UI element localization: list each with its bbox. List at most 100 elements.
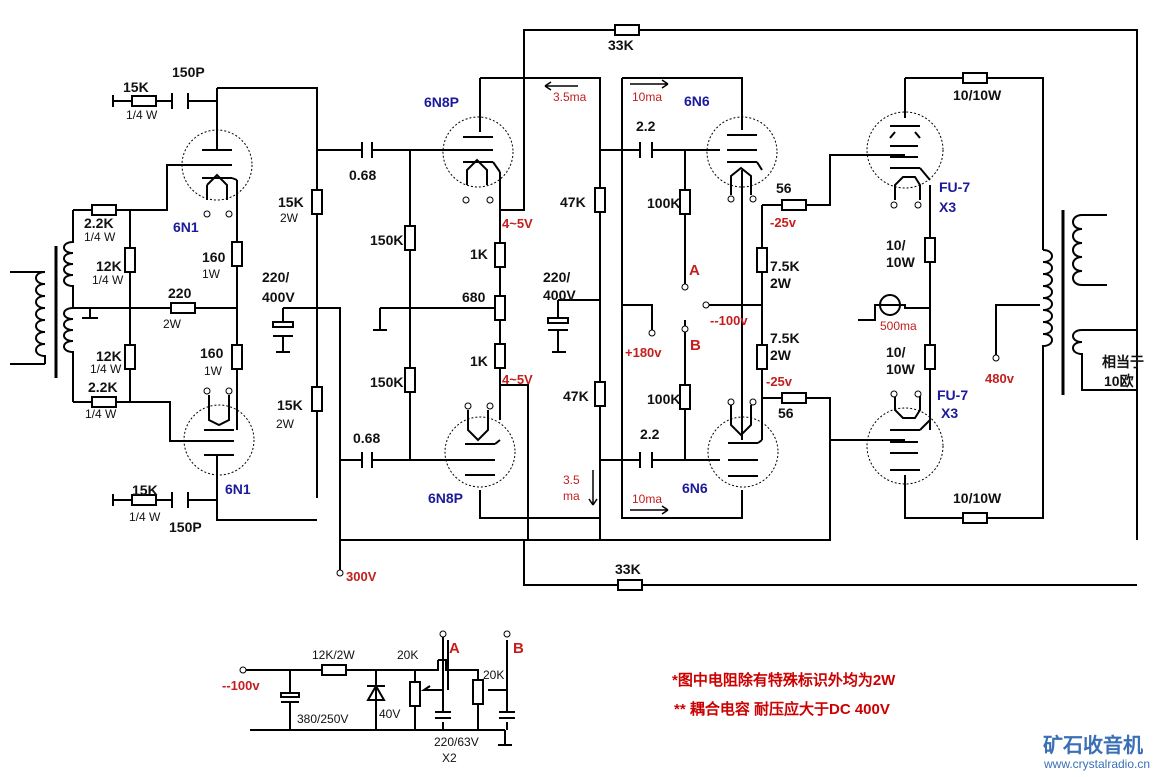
ammeter	[879, 294, 901, 316]
bias-caps-label-line1: 220/63V	[434, 735, 479, 749]
r-leak-top-power: 1/4 W	[92, 273, 124, 287]
point-a: A	[689, 262, 700, 279]
arrow-right-icon	[630, 505, 669, 515]
bias-input-terminal	[239, 666, 247, 674]
r-cathode-top: 160	[202, 249, 226, 265]
bias-cap-a	[435, 711, 451, 719]
bias-caps-label-line2: X2	[442, 751, 457, 765]
note-coupling-cap-voltage: ** 耦合电容 耐压应大于DC 400V	[674, 700, 890, 718]
r-cathode-6n6-top-power: 2W	[770, 275, 792, 291]
r-feedback-bottom: 33K	[615, 561, 641, 577]
c-input-top: 150P	[172, 64, 205, 80]
r-plate-6n8p-top: 47K	[560, 194, 586, 210]
arrow-down-icon	[588, 470, 598, 506]
supply-neg-100v: --100v	[710, 313, 748, 328]
r-grid-top-power: 1/4 W	[84, 230, 116, 244]
r-leak-top: 12K	[96, 258, 122, 274]
r-grid-leak-6n8p-bottom: 150K	[370, 374, 403, 390]
r-cathode-bottom-power: 1W	[204, 364, 223, 378]
bias-pot-b	[472, 679, 484, 705]
bias-input-label: --100v	[222, 678, 260, 693]
label-6n8p-bottom: 6N8P	[428, 490, 463, 506]
output-note-line1: 相当于	[1102, 354, 1144, 370]
tube-fu7-bottom	[866, 390, 944, 485]
tube-6n8p-bottom	[444, 402, 516, 488]
i-6n8p-bottom-line1: 3.5	[563, 473, 580, 487]
supply-pos-180v: +180v	[625, 345, 662, 360]
resistors	[91, 24, 988, 591]
r-cathode-fu7-bottom-line2: 10W	[886, 361, 916, 377]
tube-6n1-top	[181, 129, 253, 218]
capacitors	[171, 93, 653, 508]
label-fu7-top-qty: X3	[939, 199, 956, 215]
zener-diode-icon	[366, 683, 386, 701]
c-decoupling-1-line2: 400V	[262, 289, 295, 305]
r-cathode-6n8p-bottom: 1K	[470, 353, 488, 369]
r-cathode-6n6-bottom-power: 2W	[770, 347, 792, 363]
supply-300v: 300V	[346, 569, 377, 584]
bias-out-b-label: B	[513, 640, 524, 657]
label-fu7-bottom: FU-7	[937, 387, 968, 403]
r-grid-stopper-top-power: 1/4 W	[126, 108, 158, 122]
label-fu7-top: FU-7	[939, 179, 970, 195]
r-grid-bottom: 2.2K	[88, 379, 118, 395]
tube-6n8p-top	[442, 116, 514, 204]
v-cathode-6n6-bottom: -25v	[766, 374, 793, 389]
bias-cap-b	[499, 711, 515, 719]
tube-6n6-bottom	[707, 398, 779, 488]
label-6n1-bottom: 6N1	[225, 481, 251, 497]
bias-out-a-terminal	[439, 630, 447, 638]
r-cathode-6n8p-top: 1K	[470, 246, 488, 262]
r-plate-top: 15K	[278, 194, 304, 210]
r-leak-bottom: 12K	[96, 348, 122, 364]
watermark-brand: 矿石收音机	[1043, 733, 1143, 757]
c-6n6-bottom: 2.2	[640, 426, 660, 442]
tube-6n1-bottom	[183, 387, 255, 476]
r-cathode-bottom: 160	[200, 345, 224, 361]
bias-filter-cap-label: 380/250V	[297, 712, 348, 726]
arrow-left-icon	[544, 81, 578, 91]
i-6n6-top: 10ma	[632, 90, 662, 104]
r-stopper-6n6-top: 56	[776, 180, 792, 196]
pot-b-label: 20K	[483, 668, 504, 682]
label-6n8p-top: 6N8P	[424, 94, 459, 110]
label-6n6-bottom: 6N6	[682, 480, 708, 496]
i-6n8p-top: 3.5ma	[553, 90, 587, 104]
output-note-line2: 10欧	[1104, 373, 1134, 389]
v-cathode-6n8p-bottom: 4~5V	[502, 372, 533, 387]
bias-r-12k	[321, 664, 347, 676]
c-decoupling-2-line2: 400V	[543, 287, 576, 303]
terminals	[336, 283, 1000, 577]
r-grid-stopper-bottom: 15K	[132, 482, 158, 498]
b-plus-480v: 480v	[985, 371, 1015, 386]
bias-r-label: 12K/2W	[312, 648, 355, 662]
r-cathode-pot: 680	[462, 289, 486, 305]
arrow-right-icon	[630, 79, 669, 89]
c-coupling-bottom: 0.68	[353, 430, 380, 446]
r-stopper-6n6-bottom: 56	[778, 405, 794, 421]
note-resistor-power: *图中电阻除有特殊标识外均为2W	[672, 671, 896, 689]
tube-6n6-top	[706, 116, 778, 203]
bias-out-a-label: A	[449, 640, 460, 657]
wiring	[10, 29, 1138, 586]
r-cathode-shared-power: 2W	[163, 317, 182, 331]
bias-out-b-terminal	[503, 630, 511, 638]
watermark-url: www.crystalradio.cn	[1043, 757, 1150, 771]
r-plate-bottom: 15K	[277, 397, 303, 413]
r-cathode-fu7-top-line1: 10/	[886, 237, 906, 253]
r-cathode-fu7-bottom-line1: 10/	[886, 344, 906, 360]
c-decoupling-2-line1: 220/	[543, 269, 570, 285]
i-6n8p-bottom-line2: ma	[563, 489, 580, 503]
zener-label: 40V	[379, 707, 400, 721]
r-grid-top: 2.2K	[84, 215, 114, 231]
r-plate-bottom-power: 2W	[276, 417, 295, 431]
bias-pot-a	[409, 681, 421, 707]
label-fu7-bottom-qty: X3	[941, 405, 958, 421]
r-feedback-top: 33K	[608, 37, 634, 53]
label-6n6-top: 6N6	[684, 93, 710, 109]
r-grid-6n6-bottom: 100K	[647, 391, 680, 407]
point-b: B	[690, 337, 701, 354]
c-6n6-top: 2.2	[636, 118, 656, 134]
bias-filter-cap	[280, 692, 300, 698]
